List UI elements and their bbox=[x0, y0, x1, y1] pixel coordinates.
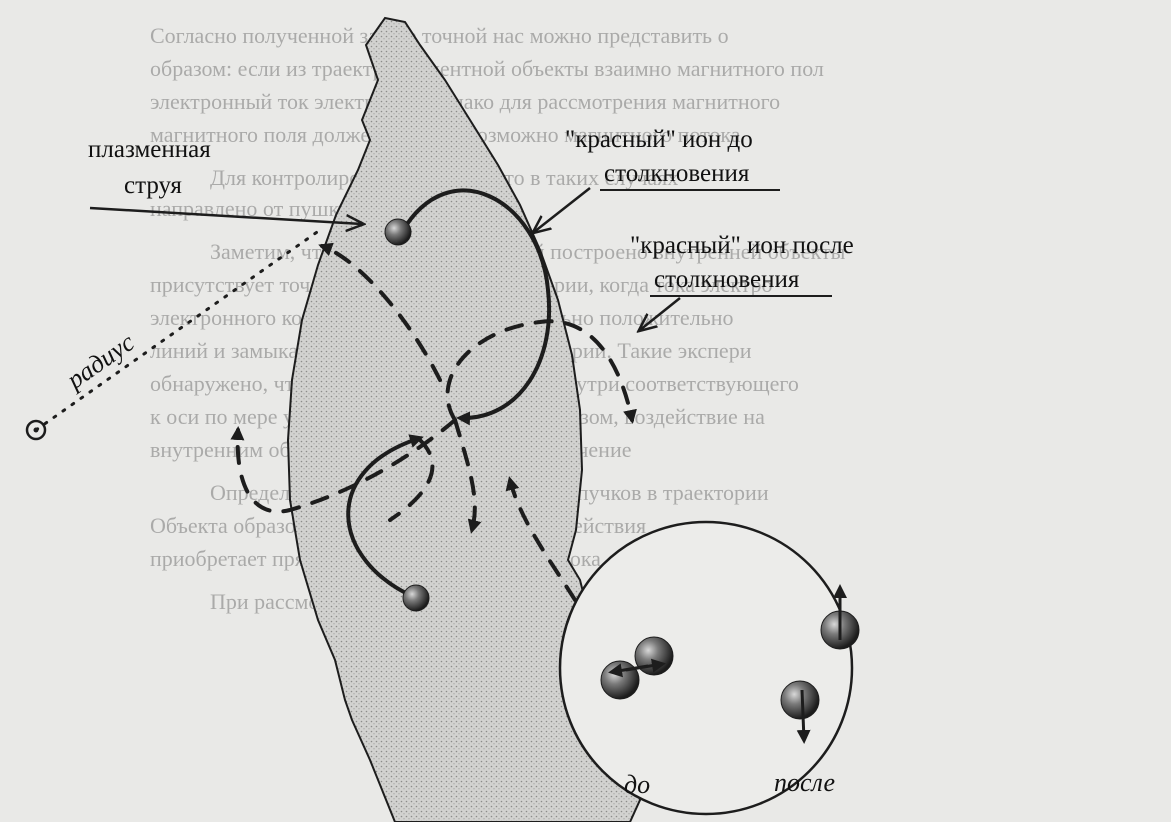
label-ion-before-line2: столкновения bbox=[604, 160, 749, 188]
label-ion-after-line1: "красный" ион после bbox=[630, 232, 854, 260]
label-plasma-jet-line2: струя bbox=[124, 172, 182, 200]
particle-after-2 bbox=[781, 681, 819, 719]
label-ion-after-line2: столкновения bbox=[654, 266, 799, 294]
label-ion-before-line1: "красный" ион до bbox=[565, 126, 753, 154]
ion-before-pointer bbox=[534, 188, 590, 232]
radius-line bbox=[36, 230, 320, 430]
label-plasma-jet-line1: плазменная bbox=[88, 136, 211, 164]
particle-before-1 bbox=[601, 661, 639, 699]
ion-lower bbox=[403, 585, 429, 611]
label-inset-after: после bbox=[774, 768, 835, 798]
ion-after-pointer bbox=[640, 298, 680, 330]
ion-before bbox=[385, 219, 411, 245]
particle-before-2 bbox=[635, 637, 673, 675]
label-inset-before: до bbox=[624, 770, 650, 800]
jet-pointer-arrow bbox=[90, 208, 362, 224]
